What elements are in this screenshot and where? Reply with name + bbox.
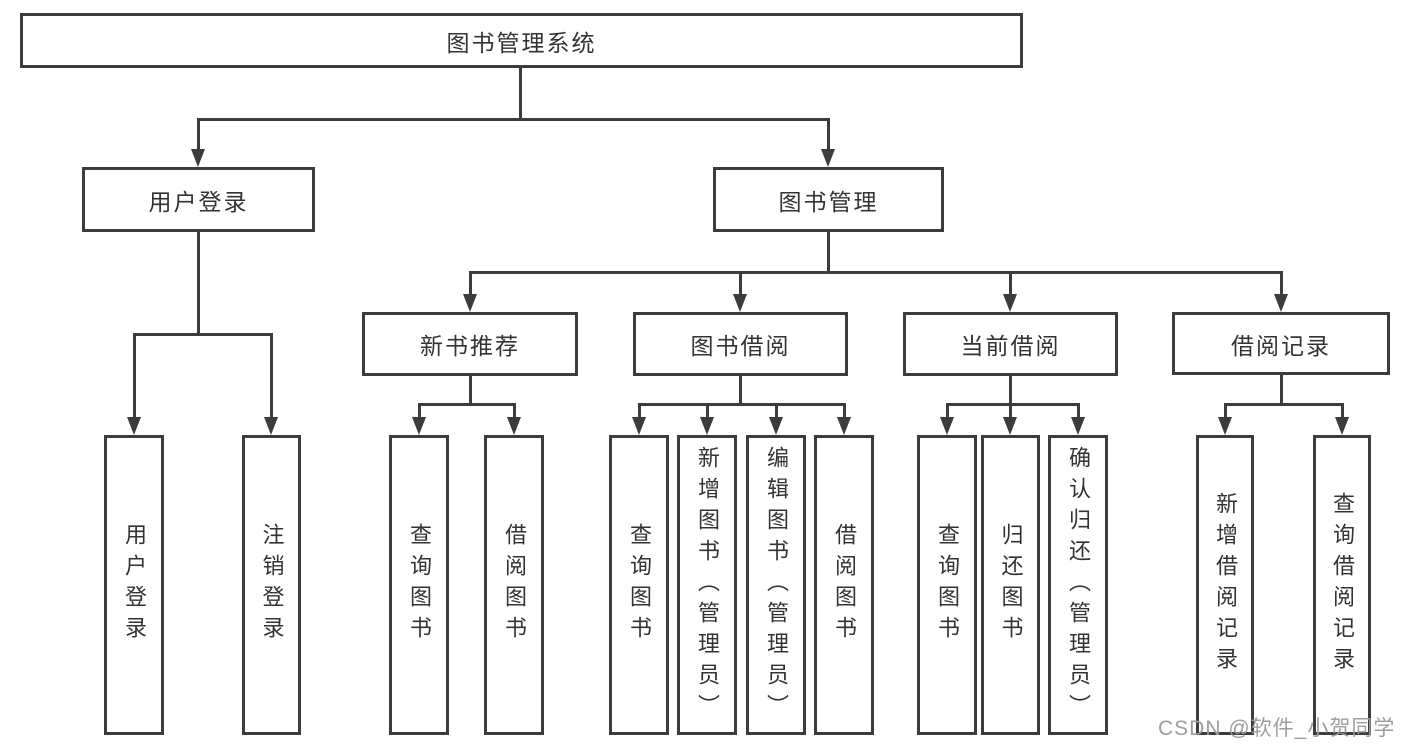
arrow-down-icon	[412, 417, 426, 435]
connector-line	[827, 118, 830, 151]
node-root-label: 图书管理系统	[446, 29, 597, 56]
leaf-add-borrow-record-label: 新增借阅记录	[1213, 492, 1238, 678]
node-book-management-label: 图书管理	[778, 188, 879, 215]
connector-line	[1009, 403, 1012, 418]
connector-line	[1341, 403, 1344, 418]
leaf-query-books-3-label: 查询图书	[935, 523, 960, 647]
connector-line	[1280, 271, 1283, 296]
leaf-add-books-admin-label: 新增图书（管理员）	[695, 445, 720, 725]
leaf-query-borrow-record-label: 查询借阅记录	[1330, 492, 1355, 678]
arrow-down-icon	[837, 417, 851, 435]
leaf-query-books-1: 查询图书	[389, 435, 449, 735]
connector-line	[270, 333, 273, 419]
node-current-borrow: 当前借阅	[903, 312, 1118, 376]
connector-line	[469, 376, 472, 406]
arrow-down-icon	[821, 149, 835, 167]
connector-line	[1224, 403, 1344, 406]
connector-line	[1009, 376, 1012, 406]
node-new-book-recommend: 新书推荐	[362, 312, 578, 376]
connector-line	[946, 403, 949, 418]
connector-line	[775, 403, 778, 418]
leaf-confirm-return-admin-label: 确认归还（管理员）	[1066, 445, 1091, 725]
node-book-borrow-label: 图书借阅	[690, 333, 791, 359]
leaf-borrow-books-1-label: 借阅图书	[502, 523, 527, 647]
arrow-down-icon	[1335, 417, 1349, 435]
connector-line	[706, 403, 709, 418]
arrow-down-icon	[507, 417, 521, 435]
arrow-down-icon	[1218, 417, 1232, 435]
connector-line	[469, 271, 1282, 274]
leaf-add-books-admin: 新增图书（管理员）	[677, 435, 737, 735]
arrow-down-icon	[191, 149, 205, 167]
connector-line	[197, 232, 200, 336]
leaf-confirm-return-admin: 确认归还（管理员）	[1048, 435, 1108, 735]
connector-line	[133, 333, 136, 419]
connector-line	[519, 68, 522, 120]
node-book-management: 图书管理	[713, 167, 944, 232]
arrow-down-icon	[733, 294, 747, 312]
node-borrow-records-label: 借阅记录	[1231, 332, 1331, 359]
connector-line	[1077, 403, 1080, 418]
connector-line	[418, 403, 421, 418]
leaf-edit-books-admin-label: 编辑图书（管理员）	[764, 445, 789, 725]
leaf-logout: 注销登录	[242, 435, 301, 735]
node-current-borrow-label: 当前借阅	[960, 333, 1061, 359]
leaf-logout-label: 注销登录	[259, 523, 285, 647]
node-user-login-label: 用户登录	[148, 188, 249, 215]
connector-line	[1280, 375, 1283, 406]
connector-line	[739, 376, 742, 406]
connector-line	[197, 118, 830, 121]
connector-line	[513, 403, 516, 418]
connector-line	[197, 118, 200, 151]
leaf-borrow-books-1: 借阅图书	[484, 435, 544, 735]
leaf-edit-books-admin: 编辑图书（管理员）	[746, 435, 806, 735]
leaf-query-books-3: 查询图书	[917, 435, 977, 735]
arrow-down-icon	[264, 417, 278, 435]
connector-line	[469, 271, 472, 296]
connector-line	[843, 403, 846, 418]
node-book-borrow: 图书借阅	[633, 312, 848, 376]
node-root: 图书管理系统	[20, 13, 1023, 68]
arrow-down-icon	[700, 417, 714, 435]
node-new-book-recommend-label: 新书推荐	[420, 333, 520, 359]
arrow-down-icon	[1274, 294, 1288, 312]
leaf-query-books-1-label: 查询图书	[407, 523, 432, 647]
connector-line	[946, 403, 1080, 406]
leaf-user-login: 用户登录	[104, 435, 164, 735]
node-user-login: 用户登录	[82, 167, 315, 232]
arrow-down-icon	[127, 417, 141, 435]
arrow-down-icon	[1003, 294, 1017, 312]
leaf-return-books-label: 归还图书	[998, 523, 1024, 647]
arrow-down-icon	[1003, 417, 1017, 435]
leaf-borrow-books-2-label: 借阅图书	[832, 523, 857, 647]
connector-line	[739, 271, 742, 296]
leaf-return-books: 归还图书	[981, 435, 1040, 735]
connector-line	[1009, 271, 1012, 296]
arrow-down-icon	[1071, 417, 1085, 435]
connector-line	[638, 403, 641, 418]
arrow-down-icon	[463, 294, 477, 312]
leaf-add-borrow-record: 新增借阅记录	[1196, 435, 1254, 735]
leaf-user-login-label: 用户登录	[122, 523, 147, 647]
arrow-down-icon	[632, 417, 646, 435]
csdn-watermark: CSDN @软件_小贺同学	[1158, 717, 1396, 740]
arrow-down-icon	[940, 417, 954, 435]
leaf-query-books-2-label: 查询图书	[627, 523, 652, 647]
connector-line	[827, 232, 830, 274]
connector-line	[133, 333, 273, 336]
connector-line	[638, 403, 846, 406]
connector-line	[1224, 403, 1227, 418]
arrow-down-icon	[769, 417, 783, 435]
connector-line	[418, 403, 516, 406]
node-borrow-records: 借阅记录	[1172, 312, 1390, 375]
leaf-query-borrow-record: 查询借阅记录	[1313, 435, 1371, 735]
leaf-query-books-2: 查询图书	[609, 435, 669, 735]
leaf-borrow-books-2: 借阅图书	[814, 435, 874, 735]
